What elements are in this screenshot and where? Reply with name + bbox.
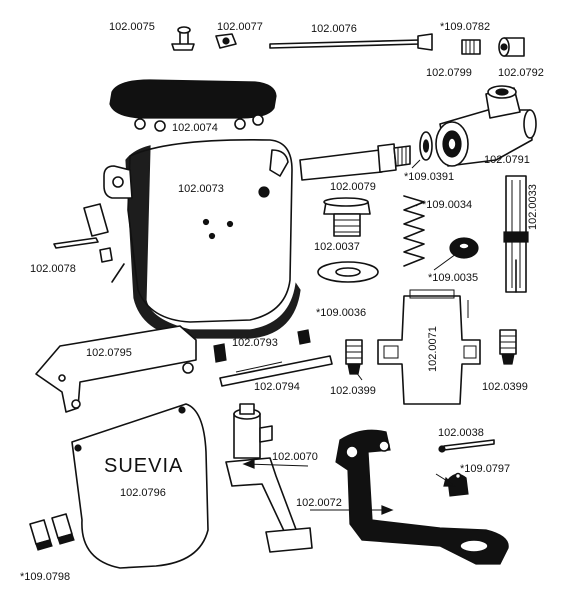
- label-0797: *109.0797: [460, 463, 510, 475]
- label-0077: 102.0077: [217, 21, 263, 33]
- label-0074: 102.0074: [172, 122, 218, 134]
- part-cushion-0074: [109, 79, 277, 132]
- part-bracket-0072: [335, 429, 509, 565]
- part-screw-0075: [171, 26, 195, 51]
- label-0794: 102.0794: [254, 381, 300, 393]
- part-cover-0796: SUEVIA: [71, 403, 209, 569]
- label-0037: 102.0037: [314, 241, 360, 253]
- part-rod-0076: [269, 33, 433, 51]
- label-0076: 102.0076: [311, 23, 357, 35]
- part-cap-0797: [447, 472, 469, 497]
- part-fitting-0799: [461, 39, 481, 55]
- part-plug-0399-left: [345, 339, 363, 375]
- label-0072: 102.0072: [296, 497, 342, 509]
- label-0071: 102.0071: [427, 326, 439, 372]
- label-0034: *109.0034: [422, 199, 472, 211]
- part-valve-body-0791: [435, 85, 537, 167]
- label-0793: 102.0793: [232, 337, 278, 349]
- part-fitting-0792: [498, 37, 525, 57]
- label-0070: 102.0070: [272, 451, 318, 463]
- cover-brand-text: SUEVIA: [104, 455, 183, 477]
- label-0399-left: 102.0399: [330, 385, 376, 397]
- label-0798: *109.0798: [20, 571, 70, 583]
- label-0035: *109.0035: [428, 272, 478, 284]
- part-pads-0798: [29, 513, 75, 551]
- part-pipe-0079: [299, 143, 411, 181]
- part-seal-0035: [449, 237, 479, 259]
- part-block-0071: [377, 289, 481, 405]
- part-plug-0399-right: [499, 329, 517, 365]
- part-nut-0037: [323, 197, 371, 237]
- label-0079: 102.0079: [330, 181, 376, 193]
- part-clip-0793: [213, 329, 311, 363]
- label-0799: 102.0799: [426, 67, 472, 79]
- label-0038: 102.0038: [438, 427, 484, 439]
- label-0796: 102.0796: [120, 487, 166, 499]
- label-0033: 102.0033: [527, 184, 539, 230]
- label-0391: *109.0391: [404, 171, 454, 183]
- label-0036: *109.0036: [316, 307, 366, 319]
- part-bracket-0795: [35, 325, 197, 413]
- label-0073: 102.0073: [178, 183, 224, 195]
- part-strap-0794: [219, 355, 333, 387]
- part-washer-0036: [317, 261, 379, 283]
- part-washer-0391: [419, 131, 433, 161]
- label-0795: 102.0795: [86, 347, 132, 359]
- label-0782: *109.0782: [440, 21, 490, 33]
- label-0791: 102.0791: [484, 154, 530, 166]
- part-nut-0077: [215, 33, 237, 49]
- part-spring-0034: [403, 195, 425, 267]
- part-fitting-0070: [225, 403, 313, 553]
- part-screw-0038: [438, 439, 495, 453]
- part-housing-0073: [103, 139, 301, 339]
- label-0792: 102.0792: [498, 67, 544, 79]
- label-0075: 102.0075: [109, 21, 155, 33]
- part-lever-0078: [53, 203, 125, 283]
- label-0399-right: 102.0399: [482, 381, 528, 393]
- part-labels: 102.0075 102.0077 102.0076 *109.0782 102…: [20, 21, 544, 583]
- leader-lines: [235, 159, 469, 515]
- part-tube-0033: [503, 175, 529, 293]
- label-0078: 102.0078: [30, 263, 76, 275]
